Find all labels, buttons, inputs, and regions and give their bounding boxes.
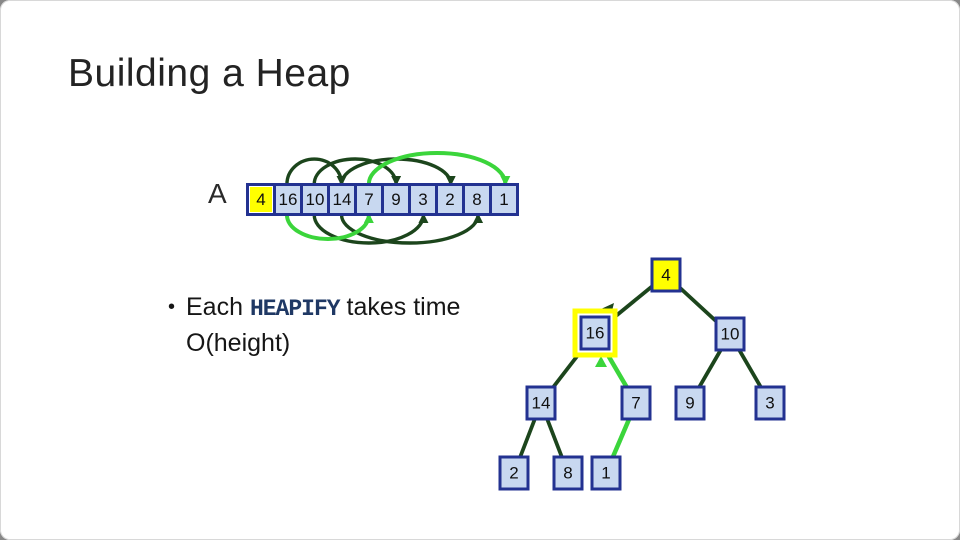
arc-above-5-to-10 bbox=[366, 151, 511, 186]
bullet-text-pre: Each bbox=[186, 293, 250, 321]
arrowhead-into-node16-bottom bbox=[595, 356, 607, 367]
tree-edges bbox=[512, 273, 772, 474]
slide-title: Building a Heap bbox=[68, 52, 351, 95]
heapify-keyword: HEAPIFY bbox=[249, 296, 341, 322]
tree-node-7: 7 bbox=[620, 385, 652, 421]
bullet-marker: • bbox=[168, 296, 176, 318]
bullet-text-post: takes time bbox=[339, 293, 461, 321]
tree-node-8: 8 bbox=[552, 455, 584, 491]
array-name-label: A bbox=[208, 178, 227, 209]
arc-above-2-to-4 bbox=[285, 157, 347, 186]
tree-node-10: 10 bbox=[714, 316, 746, 352]
array-cell-3: 10 bbox=[300, 186, 327, 213]
tree-node-4: 4 bbox=[650, 257, 682, 293]
bullet-line-2: O(height) bbox=[186, 329, 291, 357]
array-cell-5: 7 bbox=[354, 186, 381, 213]
tree-node-9: 9 bbox=[674, 385, 706, 421]
arrowhead-into-node16-top bbox=[601, 303, 614, 315]
array-cell-10: 1 bbox=[489, 186, 516, 213]
arc-below-3-to-7 bbox=[312, 213, 429, 245]
bullet-line-1: • Each HEAPIFY takes time bbox=[168, 290, 508, 326]
array-cell-4: 14 bbox=[327, 186, 354, 213]
array-cell-1: 4 bbox=[249, 186, 273, 213]
arc-above-3-to-6 bbox=[312, 157, 402, 186]
arc-below-2-to-5 bbox=[284, 213, 374, 241]
bullet-text-block: • Each HEAPIFY takes time O(height) bbox=[168, 290, 508, 360]
tree-node-16: 16 bbox=[579, 315, 611, 351]
array-cell-6: 9 bbox=[381, 186, 408, 213]
tree-node-1: 1 bbox=[590, 455, 622, 491]
heapify-path-arrows bbox=[595, 303, 614, 367]
array-cell-9: 8 bbox=[462, 186, 489, 213]
array-parent-child-arcs bbox=[284, 151, 511, 245]
array-cell-8: 2 bbox=[435, 186, 462, 213]
array-cell-7: 3 bbox=[408, 186, 435, 213]
array-cell-2: 16 bbox=[273, 186, 300, 213]
arc-below-4-to-9 bbox=[339, 213, 484, 245]
tree-node-3: 3 bbox=[754, 385, 786, 421]
tree-node-2: 2 bbox=[498, 455, 530, 491]
tree-node-14: 14 bbox=[525, 385, 557, 421]
